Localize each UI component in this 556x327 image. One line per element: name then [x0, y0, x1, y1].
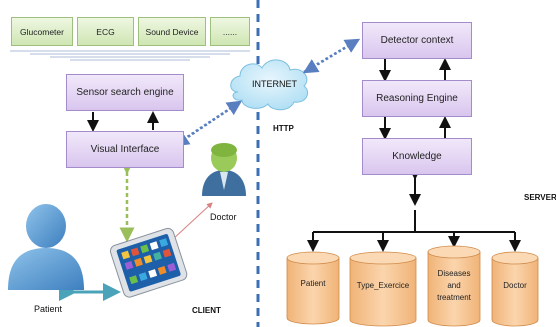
http-label: HTTP	[273, 124, 294, 133]
sensor-search-engine-label: Sensor search engine	[76, 87, 174, 98]
doctor-icon	[202, 143, 246, 196]
smartphone-icon	[109, 227, 188, 298]
server-label: SERVER	[524, 193, 556, 202]
sensor-search-engine-box: Sensor search engine	[66, 74, 184, 111]
phone-doctor-arrow	[166, 202, 213, 246]
sensor-more-label: ......	[222, 26, 238, 37]
patient-label: Patient	[34, 304, 63, 314]
visual-interface-label: Visual Interface	[90, 144, 160, 155]
database-doctor-label: Doctor	[503, 281, 527, 290]
sensor-sound-device: Sound Device	[138, 17, 206, 46]
detector-to-internet-arrow	[302, 38, 359, 74]
patient-icon	[8, 204, 84, 290]
internet-cloud	[230, 59, 309, 111]
database-exercice-cylinder	[349, 251, 417, 327]
detector-context-label: Detector context	[380, 35, 454, 46]
database-patient-label: Patient	[300, 279, 326, 288]
sensor-more: ......	[210, 17, 250, 46]
database-patient-cylinder	[286, 251, 340, 325]
doctor-label: Doctor	[210, 212, 237, 222]
knowledge-label: Knowledge	[392, 151, 442, 162]
reasoning-engine-label: Reasoning Engine	[376, 93, 458, 104]
sensor-ecg: ECG	[77, 17, 134, 46]
database-diseases-label: Diseases and treatment	[437, 269, 471, 302]
database-doctor-cylinder	[491, 251, 539, 327]
database-diseases-cylinder	[427, 245, 481, 327]
sensor-signal-lines	[10, 50, 250, 61]
sensor-glucometer-label: Glucometer	[20, 26, 64, 37]
client-label: CLIENT	[192, 306, 221, 315]
sensor-ecg-label: ECG	[96, 26, 115, 37]
detector-context-box: Detector context	[362, 22, 472, 59]
knowledge-box: Knowledge	[362, 138, 472, 175]
database-branches	[307, 210, 521, 252]
visual-interface-box: Visual Interface	[66, 131, 184, 168]
sensor-glucometer: Glucometer	[11, 17, 73, 46]
sensor-sound-device-label: Sound Device	[145, 26, 199, 37]
database-exercice-label: Type_Exercice	[356, 281, 410, 290]
internet-to-interface-arrow	[173, 100, 241, 147]
reasoning-engine-box: Reasoning Engine	[362, 80, 472, 117]
internet-label: INTERNET	[252, 79, 297, 89]
